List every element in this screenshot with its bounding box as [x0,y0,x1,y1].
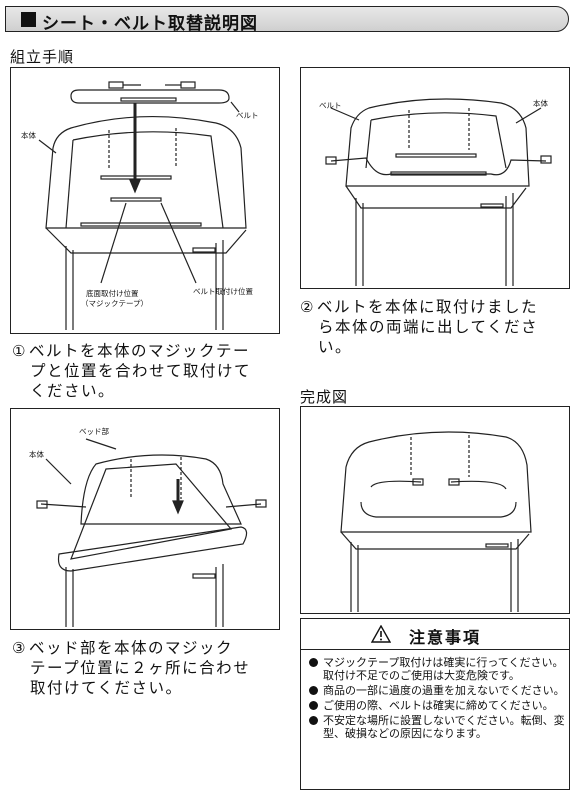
body-label: 本体 [29,449,44,459]
page-header: シート・ベルト取替説明図 [5,6,569,34]
page-title: シート・ベルト取替説明図 [42,14,258,34]
bullet-icon [309,701,318,710]
completed-section-title: 完成図 [300,388,349,406]
step2-illustration: ベルト 本体 [300,67,570,289]
bottom-position-sublabel: （マジックテープ） [81,299,148,308]
step3-illustration: ベッド部 本体 [10,408,280,630]
completed-illustration [300,406,570,614]
caution-item: ご使用の際、ベルトは確実に締めてください。 [309,699,567,712]
completed-diagram [340,431,532,612]
step1-illustration: ベルト 本体 底面取付け位置 （マジックテープ） ベルト取付け位置 [10,67,280,334]
belt-label: ベルト [319,101,342,110]
caution-title: 注意事項 [409,628,482,647]
bullet-icon [309,658,318,667]
body-label: 本体 [21,130,36,140]
bed-label: ベッド部 [79,426,109,436]
step3-diagram: ベッド部 本体 [29,426,267,627]
bottom-position-label: 底面取付け位置 [86,288,139,298]
header-square-icon [21,12,36,27]
body-label: 本体 [533,98,548,108]
bullet-icon [309,716,318,725]
bullet-icon [309,686,318,695]
caution-box: 注意事項 マジックテープ取付けは確実に行ってください。取付け不足でのご使用は大変… [300,618,570,790]
caution-item: 商品の一部に過度の過重を加えないでください。 [309,684,567,697]
warning-triangle-icon [371,625,391,643]
belt-position-label: ベルト取付け位置 [193,286,253,296]
caution-list: マジックテープ取付けは確実に行ってください。取付け不足でのご使用は大変危険です。… [309,656,567,742]
step1-diagram: ベルト 本体 底面取付け位置 （マジックテープ） ベルト取付け位置 [21,81,259,330]
caution-item: マジックテープ取付けは確実に行ってください。取付け不足でのご使用は大変危険です。 [309,656,567,682]
belt-label: ベルト [236,111,259,120]
caution-item: 不安定な場所に設置しないでください。転倒、変型、破損などの原因になります。 [309,714,567,740]
step2-diagram: ベルト 本体 [319,98,552,286]
caution-header: 注意事項 [301,619,569,650]
assembly-section-title: 組立手順 [10,48,75,66]
